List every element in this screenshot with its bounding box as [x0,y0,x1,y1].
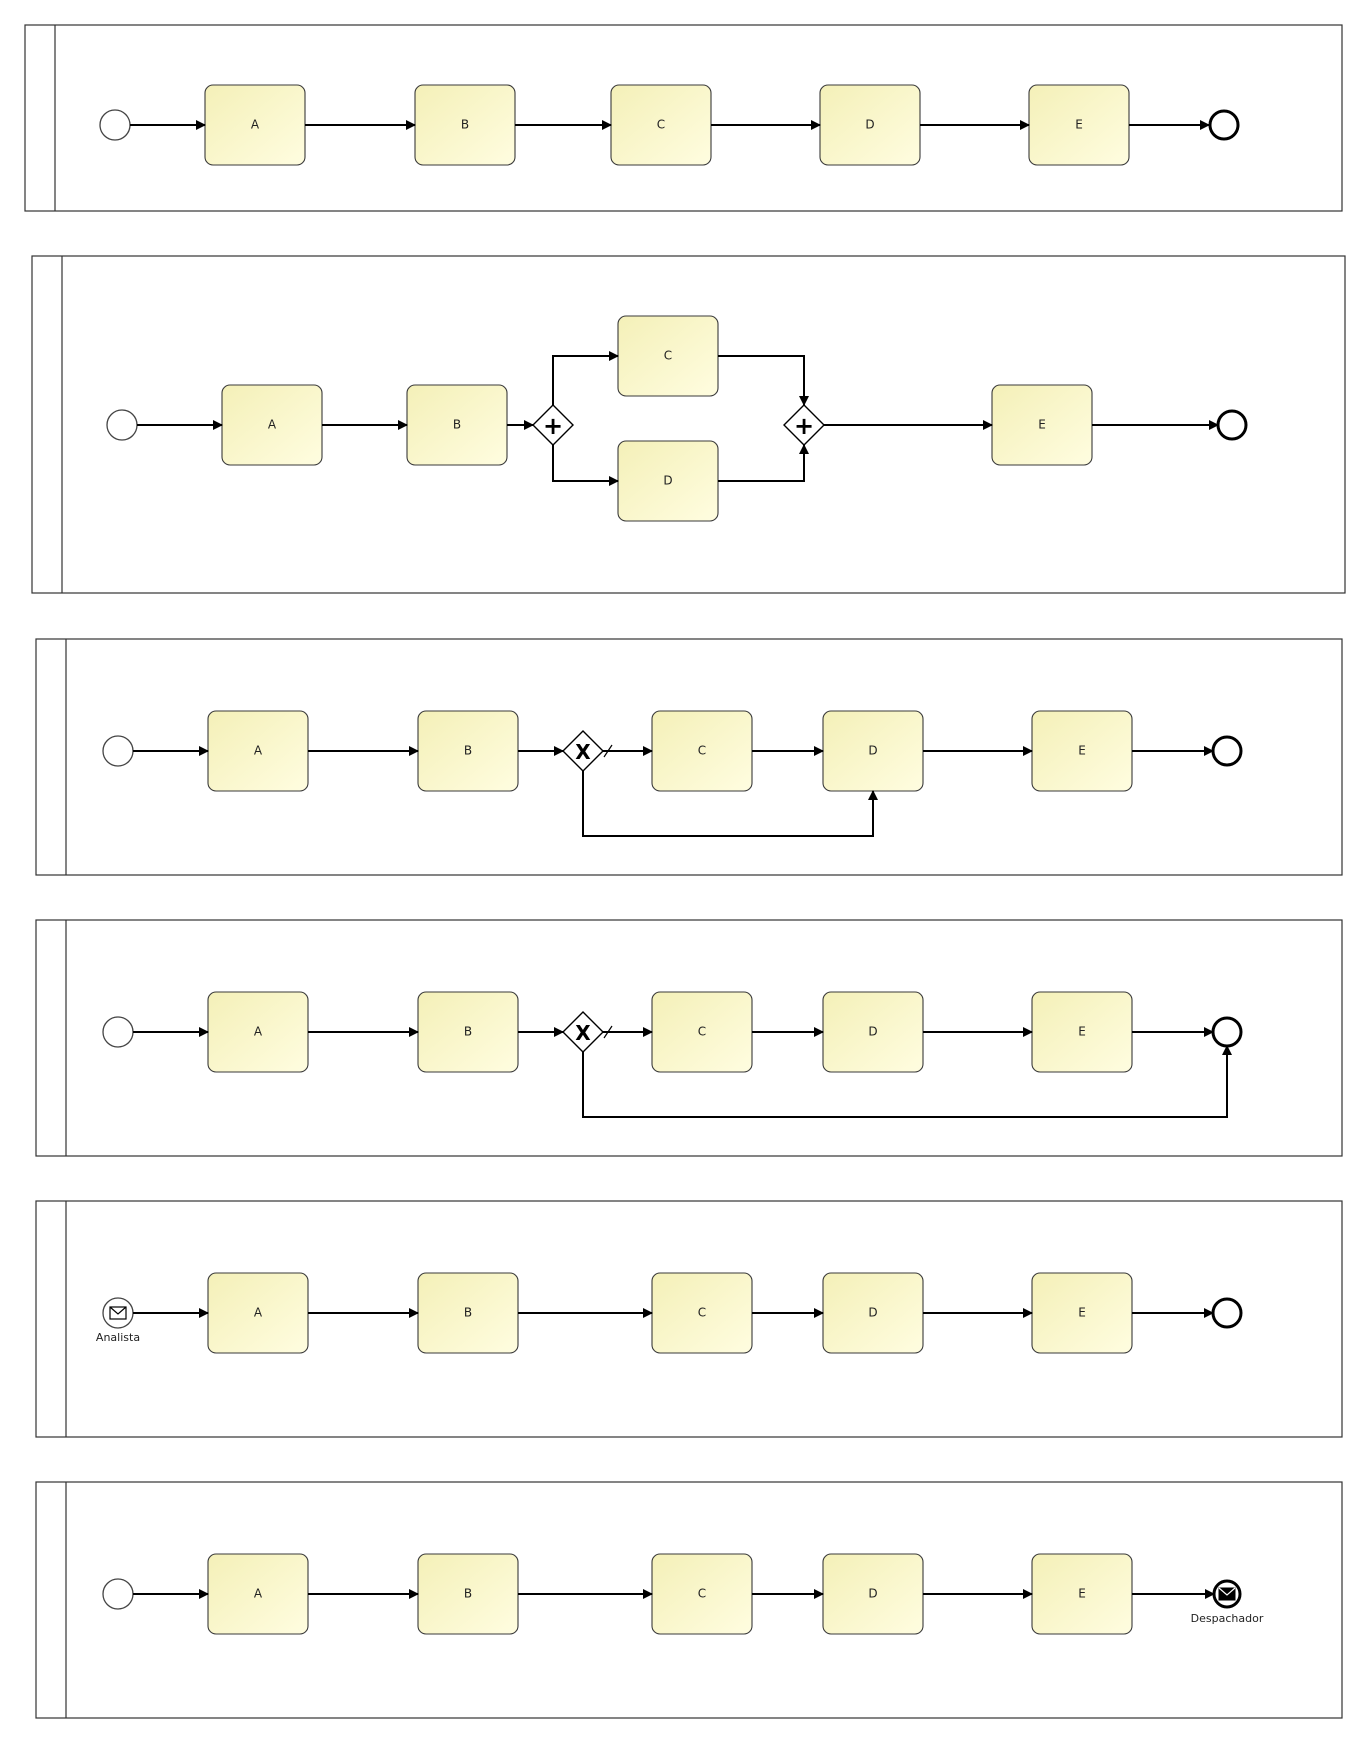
end-event[interactable] [1211,1297,1243,1329]
task-a-label: A [254,1306,263,1320]
start-event[interactable] [106,409,138,441]
start-event[interactable] [102,1016,134,1048]
diagram-parallel: A B C D E + + [31,255,1346,594]
sequence-flow[interactable] [582,771,878,837]
diagram-exclusive-to-end: A B C D E X [35,919,1343,1157]
start-event[interactable] [99,109,131,141]
plus-icon: + [543,412,563,440]
diagram-exclusive-to-task: A B C D E X [35,638,1343,876]
diagram-message-start: Analista A B C D E [35,1200,1343,1438]
task-a-label: A [254,1025,263,1039]
start-event[interactable] [102,1578,134,1610]
plus-icon: + [794,412,814,440]
task-d-label: D [868,1025,877,1039]
filled-envelope-icon [1218,1587,1236,1601]
task-a-label: A [254,744,263,758]
task-b-label: B [464,744,472,758]
task-e-label: E [1078,1306,1086,1320]
task-c-label: C [698,744,706,758]
task-d-label: D [865,118,874,132]
end-event[interactable] [1211,1016,1243,1048]
task-e-label: E [1078,744,1086,758]
end-event[interactable] [1216,409,1248,441]
envelope-icon [109,1306,127,1320]
task-b-label: B [461,118,469,132]
x-icon: X [575,1021,591,1045]
sequence-flow[interactable] [582,1045,1232,1118]
task-e-label: E [1078,1025,1086,1039]
task-e-label: E [1075,118,1083,132]
task-d-label: D [868,744,877,758]
sequence-flow[interactable] [552,445,619,486]
x-icon: X [575,740,591,764]
task-e-label: E [1078,1587,1086,1601]
default-flow-marker [603,744,613,758]
sequence-flow[interactable] [718,355,809,406]
task-b-label: B [464,1306,472,1320]
diagram-sequence: A B C D E [24,24,1343,212]
task-a-label: A [254,1587,263,1601]
start-event[interactable] [102,735,134,767]
task-d-label: D [868,1587,877,1601]
end-event[interactable] [1211,735,1243,767]
start-event-label: Analista [96,1331,140,1344]
sequence-flow[interactable] [718,444,809,482]
task-c-label: C [698,1306,706,1320]
diagram-message-end: A B C D E Despachador [35,1481,1343,1719]
task-d-label: D [868,1306,877,1320]
task-d-label: D [663,474,672,488]
end-event-label: Despachador [1191,1612,1264,1625]
task-b-label: B [464,1587,472,1601]
task-e-label: E [1038,418,1046,432]
task-a-label: A [268,418,277,432]
task-c-label: C [698,1587,706,1601]
task-b-label: B [453,418,461,432]
end-event[interactable] [1208,109,1240,141]
task-c-label: C [698,1025,706,1039]
task-c-label: C [657,118,665,132]
sequence-flow[interactable] [552,351,619,405]
default-flow-marker [603,1025,613,1039]
task-a-label: A [251,118,260,132]
task-b-label: B [464,1025,472,1039]
task-c-label: C [664,349,672,363]
